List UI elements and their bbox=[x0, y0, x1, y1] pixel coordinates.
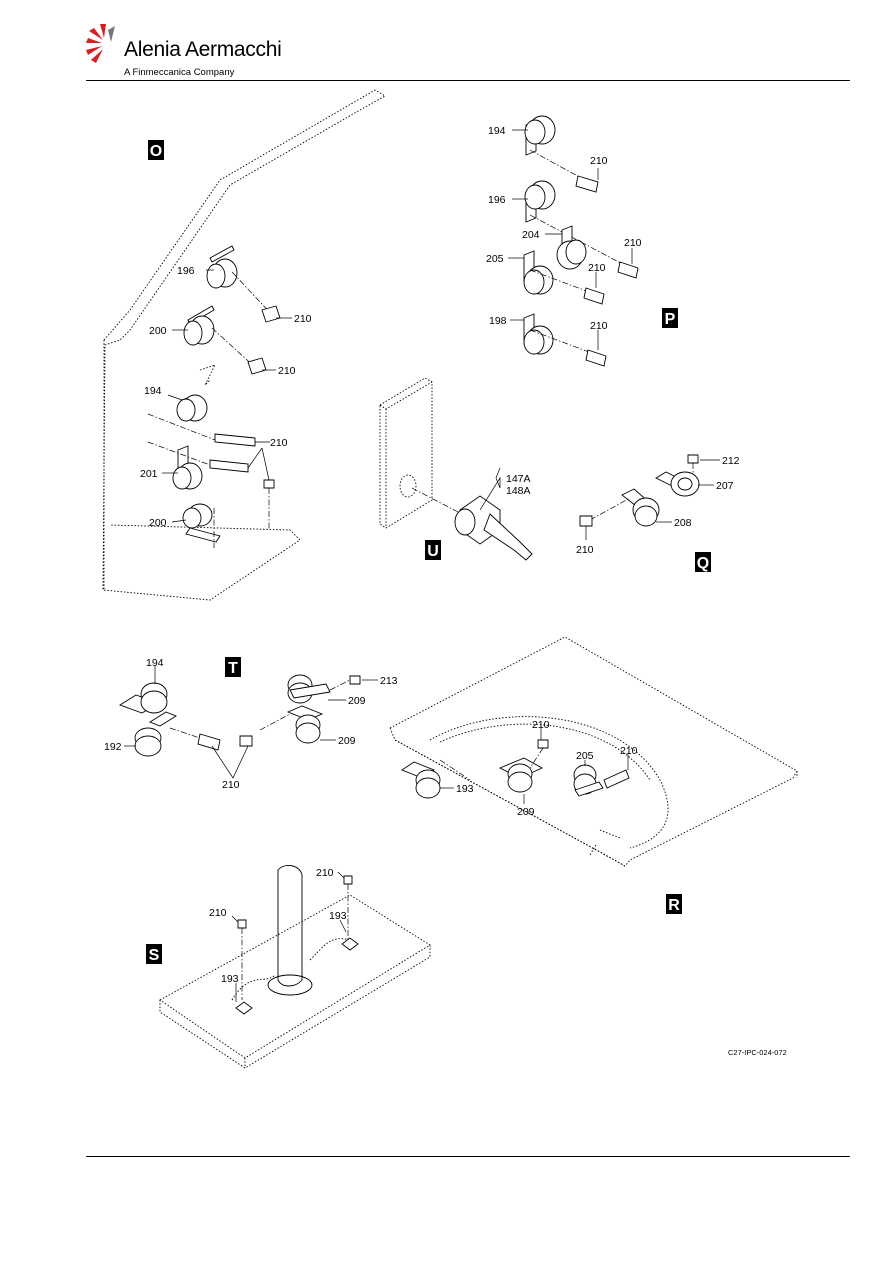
view-p: P 194 210 196 204 210 205 210 198 210 bbox=[486, 115, 678, 367]
view-t: T 194 213 209 209 192 210 bbox=[104, 657, 398, 791]
callout-p-210a: 210 bbox=[590, 155, 608, 167]
view-q: Q 212 207 208 210 bbox=[576, 454, 740, 572]
callout-p-198: 198 bbox=[489, 315, 507, 327]
callout-r-210a: 210 bbox=[532, 719, 550, 731]
view-s-label: S bbox=[149, 947, 160, 964]
callout-p-205: 205 bbox=[486, 253, 504, 265]
header-rule bbox=[86, 80, 850, 81]
view-p-label: P bbox=[665, 311, 676, 328]
callout-r-210b: 210 bbox=[620, 745, 638, 757]
view-t-label: T bbox=[228, 660, 238, 677]
footer-rule bbox=[86, 1156, 850, 1157]
view-r-label: R bbox=[668, 897, 680, 914]
callout-q-212: 212 bbox=[722, 455, 740, 467]
view-o: O 196 210 200 210 194 210 2 bbox=[102, 89, 386, 601]
figure-reference: C27-IPC-024-072 bbox=[728, 1048, 787, 1057]
view-u-label-box bbox=[425, 540, 441, 560]
callout-o-200a: 200 bbox=[149, 325, 167, 337]
page-header: Alenia Aermacchi A Finmeccanica Company bbox=[0, 0, 893, 85]
brand-name: Alenia Aermacchi bbox=[124, 38, 282, 61]
callout-r-205: 205 bbox=[576, 750, 594, 762]
callout-p-194: 194 bbox=[488, 125, 506, 137]
callout-o-210c: 210 bbox=[270, 437, 288, 449]
view-s-label-box bbox=[146, 944, 162, 964]
view-u: U 147A 148A bbox=[379, 377, 533, 561]
callout-o-194: 194 bbox=[144, 385, 162, 397]
callout-p-210d: 210 bbox=[590, 320, 608, 332]
callout-p-196: 196 bbox=[488, 194, 506, 206]
callout-s-193a: 193 bbox=[221, 973, 239, 985]
callout-o-196: 196 bbox=[177, 265, 195, 277]
view-u-label: U bbox=[427, 543, 439, 560]
callout-q-208: 208 bbox=[674, 517, 692, 529]
callout-t-213: 213 bbox=[380, 675, 398, 687]
view-r-label-box bbox=[666, 894, 682, 914]
view-o-label: O bbox=[150, 143, 162, 160]
callout-t-192: 192 bbox=[104, 741, 122, 753]
callout-u-147a: 147A bbox=[506, 473, 531, 485]
callout-s-210a: 210 bbox=[209, 907, 227, 919]
view-s: S 210 193 210 193 bbox=[146, 864, 431, 1069]
callout-o-201: 201 bbox=[140, 468, 158, 480]
callout-t-194: 194 bbox=[146, 657, 164, 669]
callout-o-210a: 210 bbox=[294, 313, 312, 325]
callout-o-200b: 200 bbox=[149, 517, 167, 529]
brand-tagline: A Finmeccanica Company bbox=[124, 67, 235, 78]
callout-t-209a: 209 bbox=[348, 695, 366, 707]
callout-t-210: 210 bbox=[222, 779, 240, 791]
callout-t-209b: 209 bbox=[338, 735, 356, 747]
view-r: R 210 205 210 193 209 bbox=[389, 636, 798, 914]
alenia-aermacchi-logo-icon bbox=[86, 24, 115, 63]
callout-p-210c: 210 bbox=[588, 262, 606, 274]
callout-r-209: 209 bbox=[517, 806, 535, 818]
view-o-label-box bbox=[148, 140, 164, 160]
view-p-label-box bbox=[662, 308, 678, 328]
callout-q-210: 210 bbox=[576, 544, 594, 556]
callout-r-193: 193 bbox=[456, 783, 474, 795]
callout-s-210b: 210 bbox=[316, 867, 334, 879]
callout-p-204: 204 bbox=[522, 229, 540, 241]
callout-p-210b: 210 bbox=[624, 237, 642, 249]
view-q-label: Q bbox=[697, 555, 709, 572]
callout-s-193b: 193 bbox=[329, 910, 347, 922]
view-q-label-box bbox=[695, 552, 711, 572]
callout-u-148a: 148A bbox=[506, 485, 531, 497]
view-t-label-box bbox=[225, 657, 241, 677]
callout-o-210b: 210 bbox=[278, 365, 296, 377]
callout-q-207: 207 bbox=[716, 480, 734, 492]
